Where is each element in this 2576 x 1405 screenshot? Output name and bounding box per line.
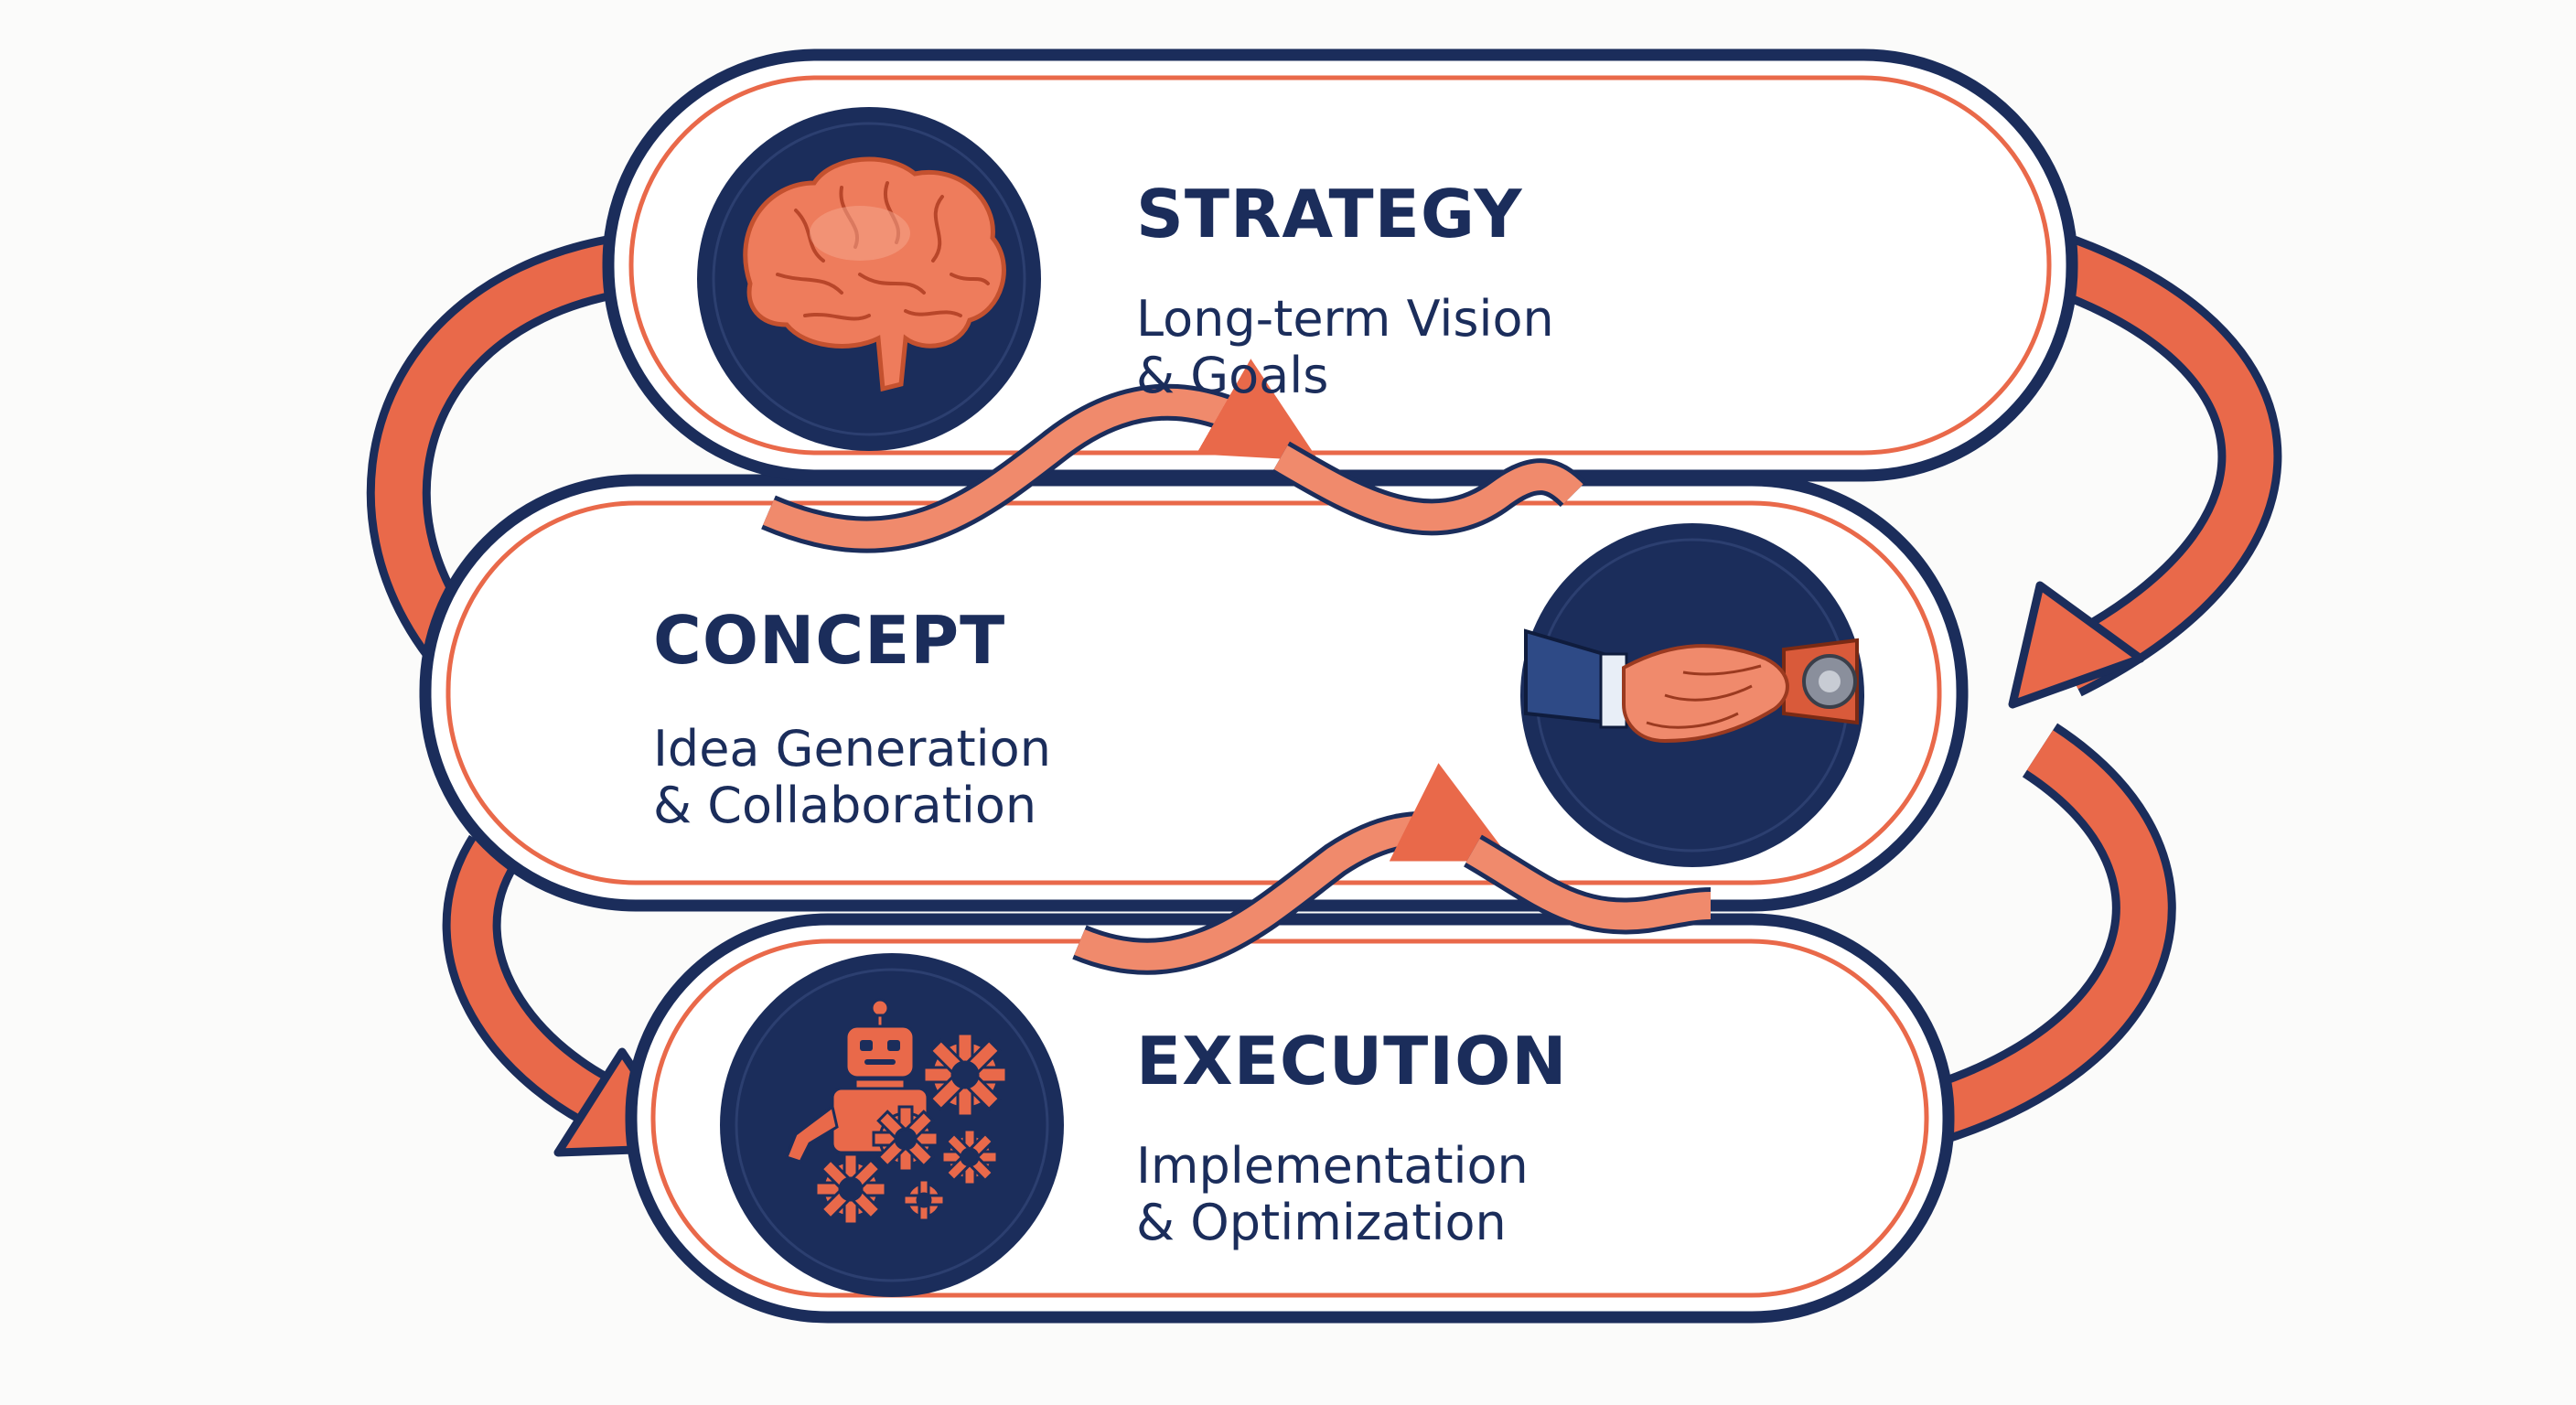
wave-connector-strategy-concept (761, 359, 1587, 553)
concept-label-block: CONCEPT Idea Generation & Collaboration (653, 607, 1051, 834)
concept-description-line2: & Collaboration (653, 777, 1037, 834)
strategy-label-block: STRATEGY Long-term Vision & Goals (1136, 181, 1554, 404)
strategy-description: Long-term Vision & Goals (1136, 291, 1554, 404)
strategy-description-line2: & Goals (1136, 347, 1329, 404)
execution-description-line1: Implementation (1136, 1137, 1529, 1195)
cycle-arrow-strategy-to-execution (1959, 206, 2282, 709)
execution-label-block: EXECUTION Implementation & Optimization (1136, 1028, 1568, 1251)
robot-gears-icon (720, 953, 1064, 1297)
wave-connector-concept-execution (1072, 763, 1712, 975)
brain-icon (697, 107, 1041, 451)
execution-description-line2: & Optimization (1136, 1194, 1507, 1251)
execution-description: Implementation & Optimization (1136, 1138, 1568, 1251)
concept-description: Idea Generation & Collaboration (653, 721, 1051, 834)
concept-description-line1: Idea Generation (653, 720, 1051, 778)
strategy-description-line1: Long-term Vision (1136, 290, 1554, 348)
execution-title: EXECUTION (1136, 1023, 1568, 1099)
handshake-human-robot-icon (1520, 523, 1864, 867)
concept-title: CONCEPT (653, 602, 1006, 679)
strategy-title: STRATEGY (1136, 176, 1523, 252)
